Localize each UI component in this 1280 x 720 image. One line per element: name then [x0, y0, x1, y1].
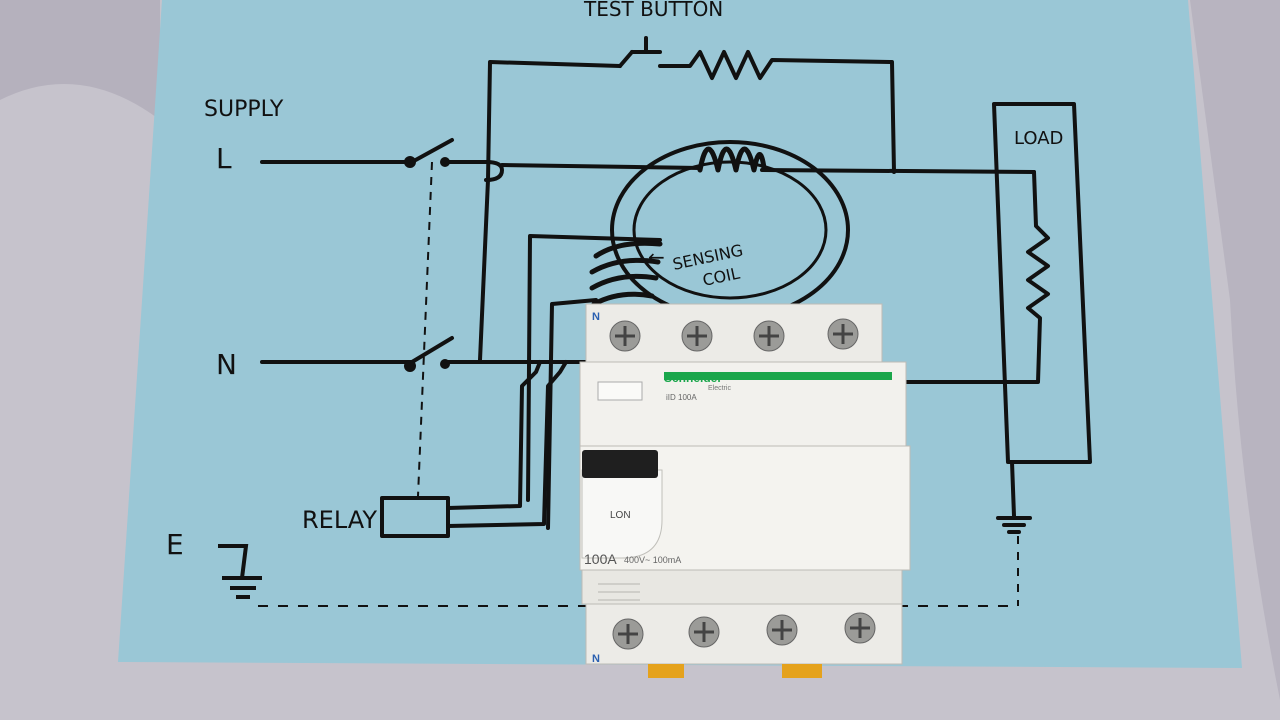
load-resistor [898, 170, 1050, 384]
terminal-tab [782, 664, 822, 678]
brand-sub: Electric [708, 385, 731, 392]
wiring [260, 36, 1092, 538]
lever-handle[interactable] [582, 450, 658, 478]
lever-housing [581, 469, 663, 559]
earth-symbol [218, 544, 262, 599]
load-label: LOAD [1014, 128, 1063, 149]
cloth-fold [0, 0, 160, 120]
line-switch [410, 138, 454, 164]
neutral-label: N [216, 348, 237, 381]
rcd-device [579, 303, 911, 678]
bottom-n-label: N [592, 653, 600, 665]
bottom-terminals [612, 612, 876, 650]
test-button-label: TEST BUTTON [583, 0, 723, 21]
neutral-contact [404, 360, 416, 372]
terminal-tab [648, 664, 684, 678]
rating-detail: 400V~ 100mA [624, 555, 681, 565]
primary-coil [697, 146, 767, 173]
sensing-coil [589, 240, 663, 307]
supply-label: SUPPLY [204, 97, 284, 122]
neutral-switch [410, 336, 454, 364]
device-test-button[interactable] [597, 381, 643, 401]
line-contact [404, 156, 416, 168]
relay-link [417, 161, 433, 497]
model-label: iID 100A [666, 393, 697, 402]
earth-label: E [166, 528, 184, 561]
rating-label: 100A [584, 551, 617, 567]
relay-box [380, 496, 450, 538]
cloth-fold-right [1190, 0, 1280, 700]
lever-label: LON [610, 510, 631, 521]
test-resistor [658, 50, 896, 174]
line-crossover [443, 160, 504, 182]
brand-name: Schneider [664, 371, 722, 385]
relay-label: RELAY [302, 506, 377, 534]
top-n-label: N [592, 311, 600, 323]
load-box [992, 102, 1092, 464]
test-wire [478, 60, 622, 362]
brand-stripe [664, 372, 892, 380]
line-label: L [216, 142, 232, 175]
top-terminals [609, 318, 859, 352]
sensing-arrow: ← [648, 245, 665, 269]
